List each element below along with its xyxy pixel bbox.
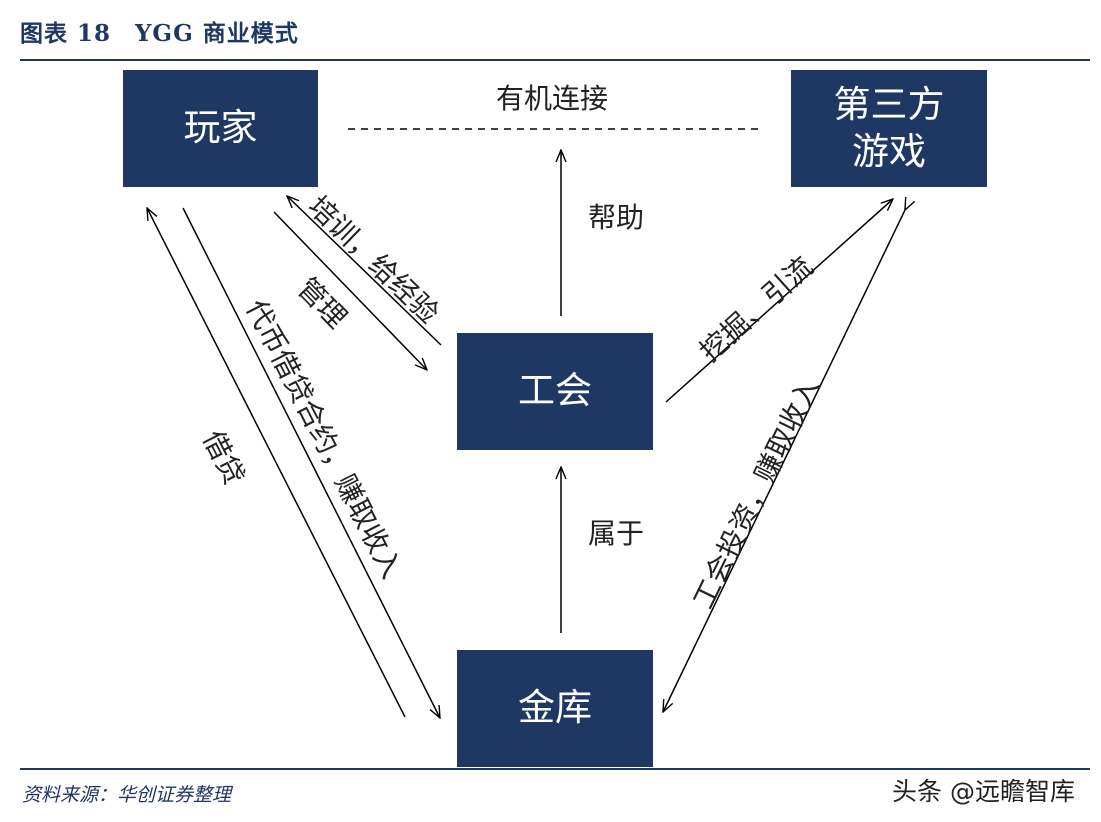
belongs-to-label: 属于 bbox=[588, 517, 645, 550]
manage-arrow bbox=[273, 211, 427, 370]
token-lending-arrow bbox=[182, 207, 440, 718]
player-node-label: 玩家 bbox=[183, 106, 258, 150]
help-label: 帮助 bbox=[588, 201, 645, 234]
lending-arrow bbox=[147, 208, 406, 718]
bottom-divider bbox=[20, 768, 1090, 770]
player-node: 玩家 bbox=[123, 70, 318, 187]
training-arrow bbox=[287, 196, 442, 346]
watermark: 头条 @远瞻智库 bbox=[892, 777, 1075, 806]
vault-node-label: 金库 bbox=[518, 686, 592, 730]
top-divider bbox=[20, 59, 1090, 61]
guild-node-label: 工会 bbox=[518, 369, 592, 413]
third-party-game-node-label: 第三方游戏 bbox=[833, 83, 945, 173]
source-note: 资料来源：华创证券整理 bbox=[22, 784, 232, 806]
organic-connection-label: 有机连接 bbox=[496, 82, 609, 115]
figure-title: 图表 18 YGG 商业模式 bbox=[20, 20, 299, 47]
third-party-game-node: 第三方游戏 bbox=[791, 70, 987, 187]
vault-node: 金库 bbox=[457, 650, 653, 767]
guild-invest-arrow bbox=[663, 210, 905, 712]
guild-node: 工会 bbox=[457, 333, 653, 450]
